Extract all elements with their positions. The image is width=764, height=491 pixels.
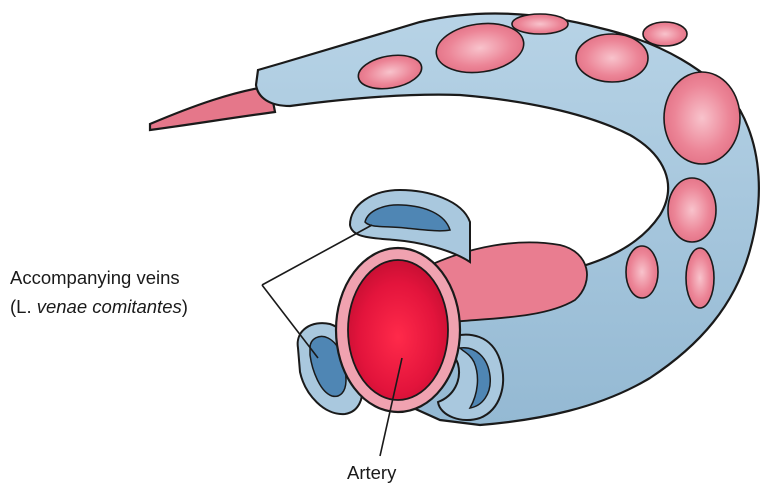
arterial-window	[512, 14, 568, 34]
arterial-window	[664, 72, 740, 164]
venae-comitantes-label: (L. venae comitantes)	[10, 296, 188, 318]
leader-line-veins-lower	[262, 285, 318, 358]
arterial-window	[668, 178, 716, 242]
accompanying-veins-label: Accompanying veins	[10, 267, 180, 289]
accompanying-veins-text: Accompanying veins	[10, 267, 180, 288]
artery-text: Artery	[347, 462, 396, 483]
arterial-window	[686, 248, 714, 308]
arterial-window	[643, 22, 687, 46]
venae-comitantes-suffix: )	[182, 296, 188, 317]
artery-label: Artery	[347, 462, 396, 484]
artery-tail	[150, 86, 275, 130]
arterial-window	[576, 34, 648, 82]
venae-comitantes-prefix: (L.	[10, 296, 37, 317]
venae-comitantes-italic: venae comitantes	[37, 296, 182, 317]
arterial-window	[626, 246, 658, 298]
